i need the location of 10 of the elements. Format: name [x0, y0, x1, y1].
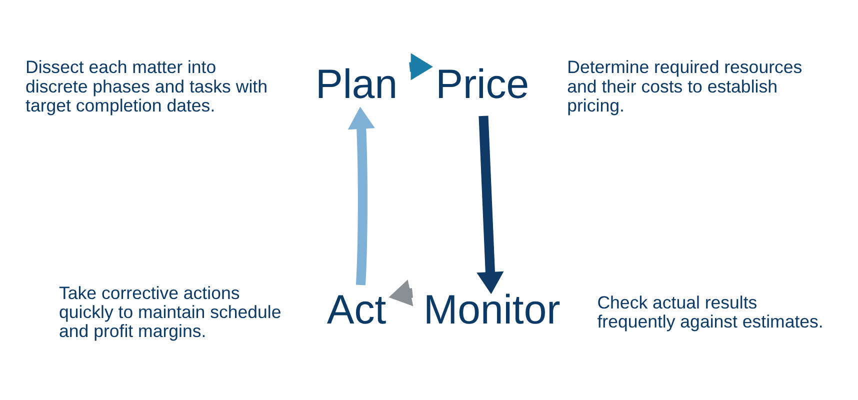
node-text: Plan: [315, 60, 398, 106]
arrow: [348, 106, 375, 285]
node-label: Take corrective actions quickly to maintain schedule and profit margins.: [59, 282, 282, 341]
node-label: Determine required resources and their costs to establish pricing.: [567, 56, 802, 115]
node-text: Monitor: [424, 286, 560, 332]
node-label: Check actual results frequently against estimates.: [597, 292, 824, 332]
arrow: [476, 115, 504, 294]
node-text: Price: [436, 60, 530, 106]
node-text: Act: [326, 286, 386, 332]
node-label: Dissect each matter into discrete phases and tasks with target completion dates.: [26, 56, 268, 115]
